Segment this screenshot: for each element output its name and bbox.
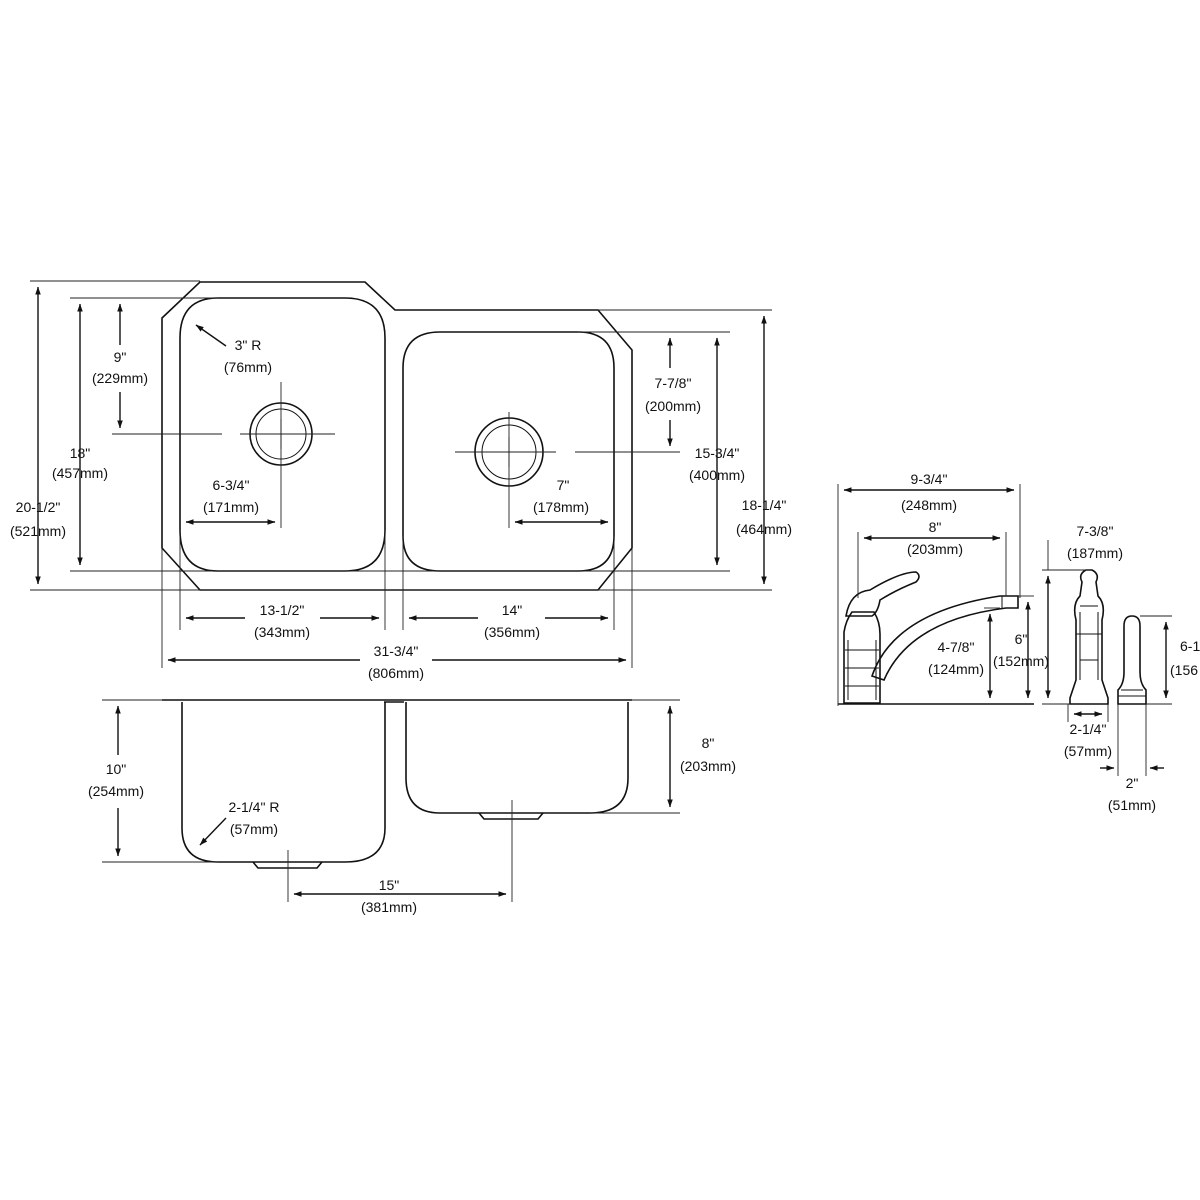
left-bowl-profile <box>181 702 386 863</box>
side-height-in-label: 7-3/8" <box>1077 523 1114 539</box>
side-height-mm-label: (187mm) <box>1067 545 1123 561</box>
right-bowl-profile <box>405 702 629 814</box>
front-view-dimension-lines <box>115 705 673 897</box>
overall-width-in-label: 31-3/4" <box>374 643 419 659</box>
right-bowl-width-in-label: 14" <box>502 602 523 618</box>
right-drain-outlet <box>478 812 544 820</box>
faucet-front-body <box>1069 569 1109 705</box>
base-width-mm-label: (57mm) <box>1064 743 1112 759</box>
left-drain-offset-in-label: 6-3/4" <box>213 477 250 493</box>
right-bowl-height-in-label: 8" <box>702 735 715 751</box>
faucet-spout <box>870 595 1019 681</box>
bottom-radius-mm-label: (57mm) <box>230 821 278 837</box>
faucet-dimension-lines <box>837 484 1172 776</box>
bottom-radius-in-label: 2-1/4" R <box>229 799 280 815</box>
spray-height-in-label: 6-1 <box>1180 638 1200 654</box>
corner-radius-mm-label: (76mm) <box>224 359 272 375</box>
left-bowl-width-mm-label: (343mm) <box>254 624 310 640</box>
spout-reach-mm-label: (203mm) <box>907 541 963 557</box>
faucet-body <box>843 611 881 704</box>
right-drain-from-back-mm-label: (200mm) <box>645 398 701 414</box>
top-view-dimension-lines <box>35 286 767 663</box>
right-drain-offset-in-label: 7" <box>557 477 570 493</box>
corner-radius-in-label: 3" R <box>235 337 262 353</box>
left-bowl-height-in-label: 10" <box>106 761 127 777</box>
sink-flange-outline <box>161 281 633 591</box>
left-drain-outlet <box>252 861 323 869</box>
drain-spacing-in-label: 15" <box>379 877 400 893</box>
spray-width-mm-label: (51mm) <box>1108 797 1156 813</box>
right-bowl-height-mm-label: (203mm) <box>680 758 736 774</box>
spout-height-mm-label: (124mm) <box>928 661 984 677</box>
spout-reach-in-label: 8" <box>929 519 942 535</box>
faucet-reach-in-label: 9-3/4" <box>911 471 948 487</box>
spray-height-mm-label: (156 <box>1170 662 1198 678</box>
side-spray <box>1117 615 1147 705</box>
drain-from-back-mm-label: (229mm) <box>92 370 148 386</box>
right-overall-depth-in-label: 18-1/4" <box>742 497 787 513</box>
faucet-height-in-label: 6" <box>1015 631 1028 647</box>
faucet-side-view <box>838 571 1034 705</box>
sink-top-view <box>30 280 772 668</box>
faucet-front-view <box>1069 569 1109 705</box>
faucet-height-mm-label: (152mm) <box>993 653 1049 669</box>
overall-depth-in-label: 20-1/2" <box>16 499 61 515</box>
right-overall-depth-mm-label: (464mm) <box>736 521 792 537</box>
sink-front-view <box>102 699 680 902</box>
overall-width-mm-label: (806mm) <box>368 665 424 681</box>
spout-height-in-label: 4-7/8" <box>938 639 975 655</box>
drain-spacing-mm-label: (381mm) <box>361 899 417 915</box>
right-bowl-depth-in-label: 15-3/4" <box>695 445 740 461</box>
left-bowl-height-mm-label: (254mm) <box>88 783 144 799</box>
drain-from-back-in-label: 9" <box>114 349 127 365</box>
spray-width-in-label: 2" <box>1126 775 1139 791</box>
dimension-labels: 20-1/2" (521mm) 18" (457mm) 9" (229mm) 3… <box>10 337 1200 915</box>
left-drain-offset-mm-label: (171mm) <box>203 499 259 515</box>
faucet-handle <box>845 571 920 617</box>
right-bowl-width-mm-label: (356mm) <box>484 624 540 640</box>
bowl-depth-mm-label: (457mm) <box>52 465 108 481</box>
right-drain-from-back-in-label: 7-7/8" <box>655 375 692 391</box>
bowl-depth-in-label: 18" <box>70 445 91 461</box>
right-drain-offset-mm-label: (178mm) <box>533 499 589 515</box>
base-width-in-label: 2-1/4" <box>1070 721 1107 737</box>
side-spray-body <box>1117 615 1147 705</box>
overall-depth-mm-label: (521mm) <box>10 523 66 539</box>
right-bowl-depth-mm-label: (400mm) <box>689 467 745 483</box>
left-bowl-width-in-label: 13-1/2" <box>260 602 305 618</box>
faucet-reach-mm-label: (248mm) <box>901 497 957 513</box>
